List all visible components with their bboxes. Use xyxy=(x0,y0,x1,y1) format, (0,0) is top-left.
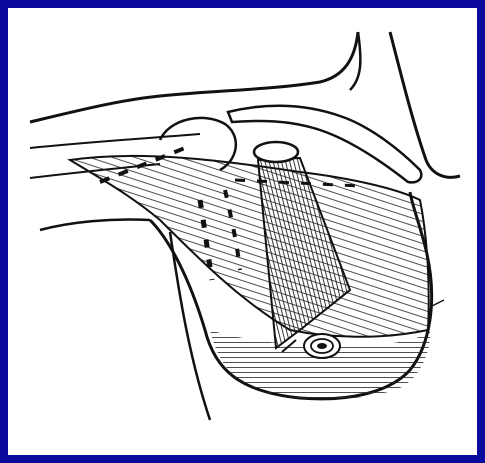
right-tick xyxy=(432,300,444,306)
anatomy-line-drawing xyxy=(8,8,477,455)
coracoid-process xyxy=(254,142,298,162)
illustration-panel xyxy=(8,8,477,455)
arm-line-3 xyxy=(40,219,150,230)
nipple-spiral xyxy=(304,334,340,358)
pectoralis-muscle xyxy=(70,156,429,337)
arm-line-1 xyxy=(30,134,200,148)
